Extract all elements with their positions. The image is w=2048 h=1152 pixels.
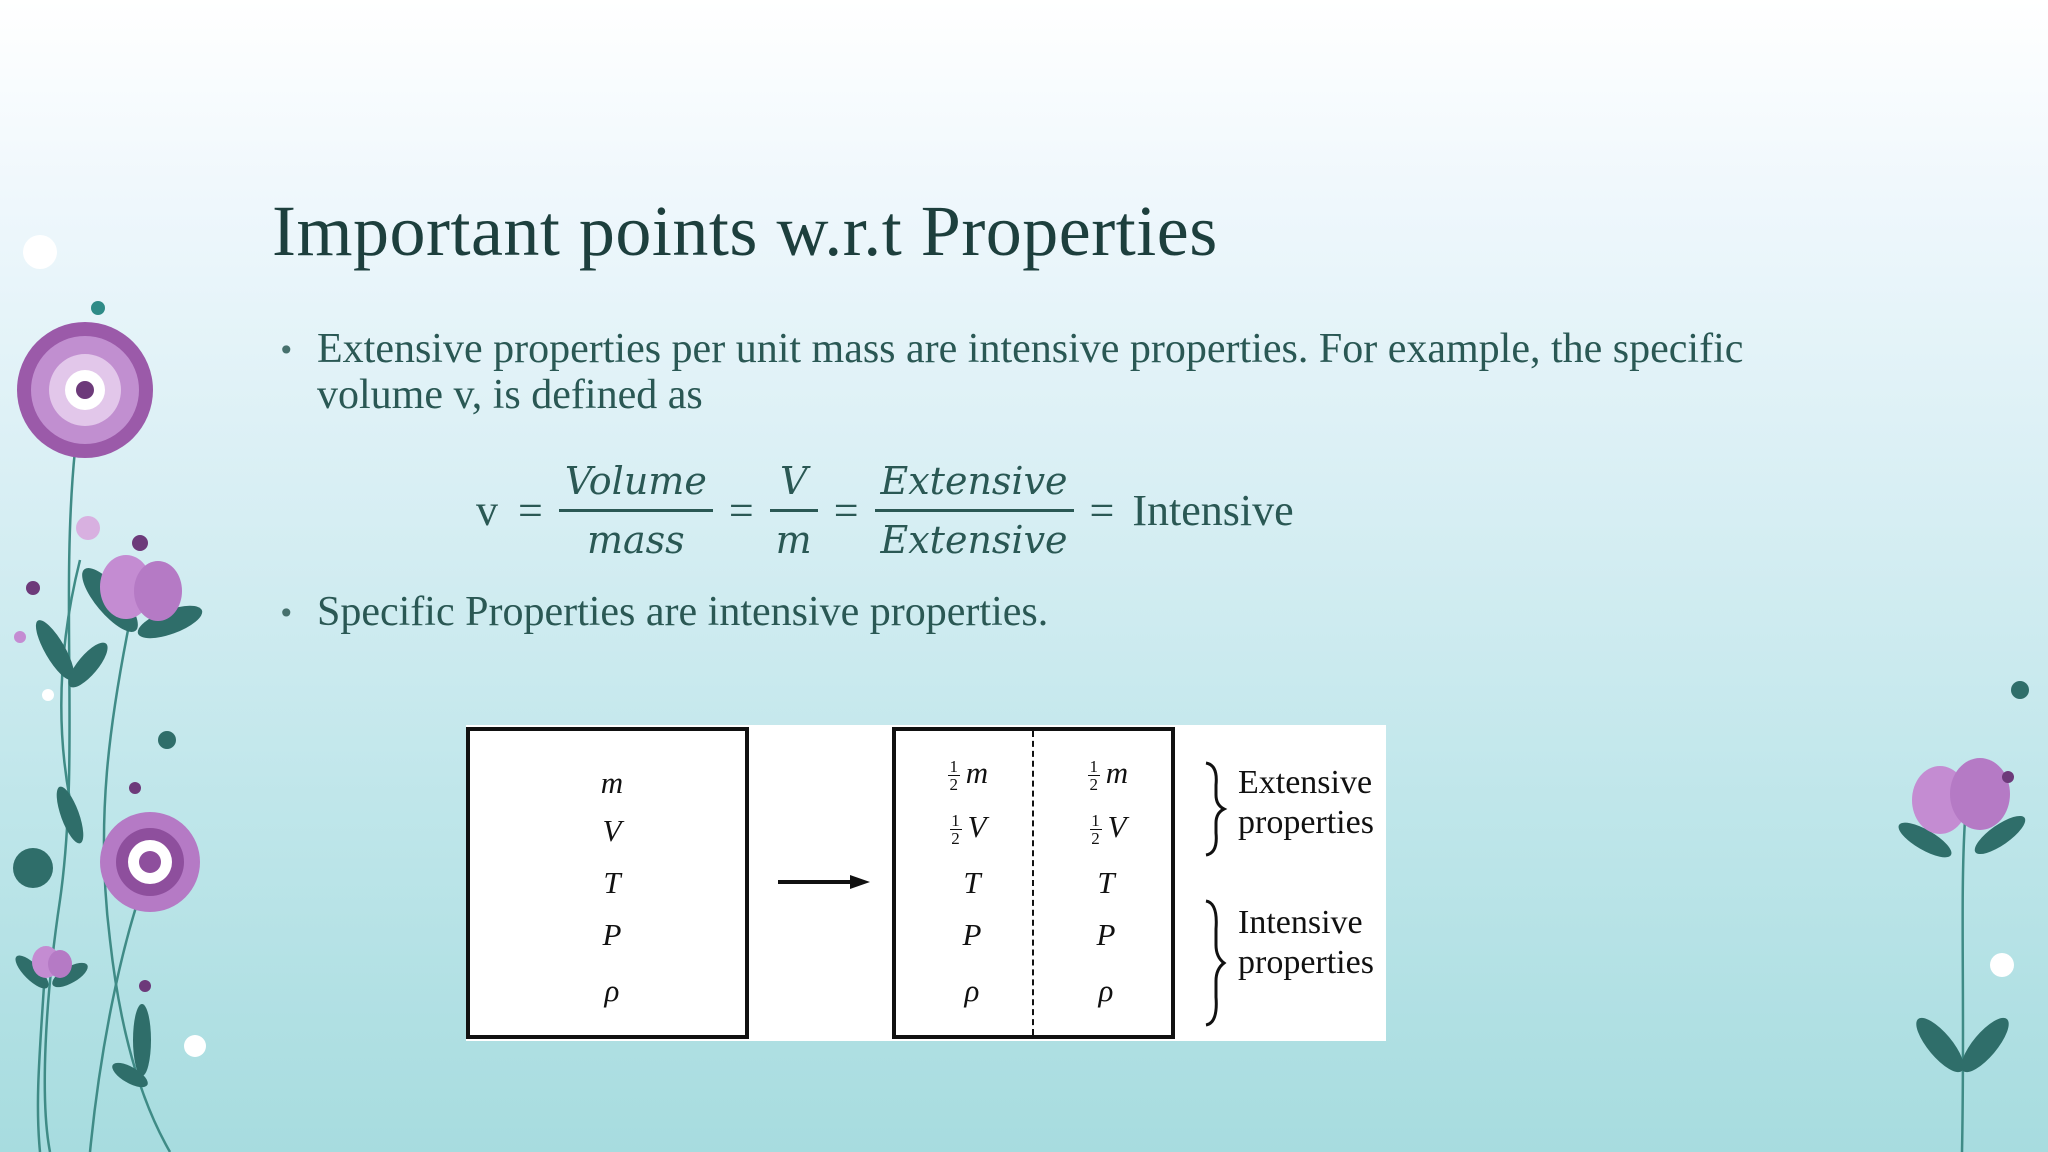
var-p: P (602, 917, 622, 952)
bullet-text: Extensive properties per unit mass are i… (317, 326, 1744, 418)
var-rho-left-half: ρ (964, 973, 980, 1008)
var-p-right-half: P (1096, 917, 1116, 952)
var-rho: ρ (604, 973, 620, 1008)
split-system-box (892, 727, 1175, 1039)
bullet-marker: • (278, 334, 295, 367)
arrow-icon (778, 875, 870, 889)
partition-line (1032, 731, 1034, 1035)
fraction-v-m: V m (769, 453, 818, 568)
fraction-denominator: m (775, 517, 812, 562)
fraction-numerator: Volume (564, 458, 707, 503)
bullet-text: Specific Properties are intensive proper… (317, 589, 1049, 635)
var-v: V (602, 813, 622, 848)
var-rho-right-half: ρ (1098, 973, 1114, 1008)
equation-lhs: v (476, 485, 498, 535)
var-t-left-half: T (963, 865, 981, 900)
system-box (466, 727, 749, 1039)
equals-sign: = (728, 485, 754, 535)
fraction-denominator: Extensive (880, 517, 1068, 562)
var-t-right-half: T (1097, 865, 1115, 900)
fraction-denominator: mass (586, 517, 685, 562)
equals-sign: = (833, 485, 859, 535)
fraction-extensive: Extensive Extensive (874, 453, 1074, 568)
equals-sign: = (1089, 485, 1115, 535)
var-t: T (603, 865, 621, 900)
fraction-bar (874, 508, 1074, 512)
fraction-numerator: V (779, 458, 808, 503)
intensive-label: Intensive properties (1238, 904, 1374, 981)
fraction-bar (558, 508, 713, 512)
fraction-bar (769, 508, 818, 512)
specific-volume-equation: v = Volume mass = V m = Extensive Extens… (466, 448, 1294, 572)
var-m: m (600, 765, 624, 800)
equals-sign: = (518, 485, 543, 535)
fraction-numerator: Extensive (880, 458, 1068, 503)
slide-title: Important points w.r.t Properties (272, 191, 1218, 271)
brace-icon (1205, 761, 1228, 1027)
var-p-left-half: P (962, 917, 982, 952)
equation-rhs: Intensive (1132, 485, 1294, 535)
fraction-volume-mass: Volume mass (558, 453, 713, 568)
bullet-marker: • (278, 597, 295, 630)
extensive-label: Extensive properties (1238, 764, 1374, 841)
